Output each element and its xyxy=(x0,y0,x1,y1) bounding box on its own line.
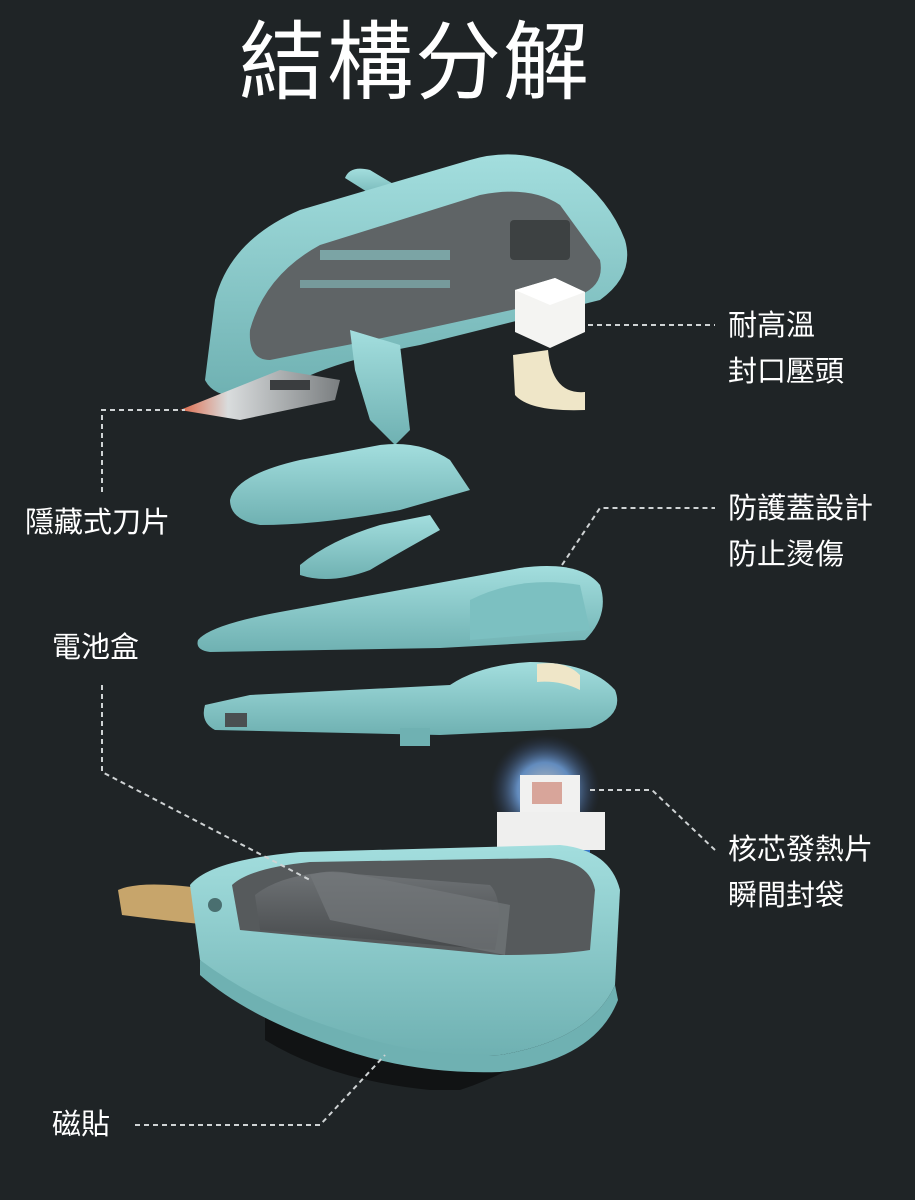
leader-cover xyxy=(561,507,715,566)
protective-cover xyxy=(197,566,603,652)
label-cover-line2: 防止燙傷 xyxy=(728,537,845,571)
heat-press-head xyxy=(513,278,585,411)
battery-base xyxy=(190,845,620,1073)
leader-core xyxy=(590,789,716,851)
leader-magnet xyxy=(135,1054,386,1126)
label-core-line1: 核芯發熱片 xyxy=(728,832,874,866)
leader-lines xyxy=(101,324,716,1126)
inner-plate xyxy=(203,662,618,746)
label-cover-line1: 防護蓋設計 xyxy=(728,491,874,525)
label-battery: 電池盒 xyxy=(52,630,140,664)
label-heat-head-line1: 耐高溫 xyxy=(728,308,816,342)
hidden-blade xyxy=(180,370,340,420)
label-magnet: 磁貼 xyxy=(52,1107,111,1141)
label-heat-head-line2: 封口壓頭 xyxy=(728,354,845,388)
hanging-strap xyxy=(118,884,210,925)
label-core: 核芯發熱片 瞬間封袋 xyxy=(728,826,873,918)
label-cover: 防護蓋設計 防止燙傷 xyxy=(728,485,873,577)
label-core-line2: 瞬間封袋 xyxy=(728,878,845,912)
label-blade: 隱藏式刀片 xyxy=(25,505,171,539)
leader-battery xyxy=(101,685,311,881)
label-heat-head: 耐高溫 封口壓頭 xyxy=(728,302,844,394)
page-title: 結構分解 xyxy=(239,13,591,113)
leader-blade xyxy=(101,409,185,492)
pressing-plate xyxy=(230,444,470,579)
top-lid xyxy=(205,154,628,445)
